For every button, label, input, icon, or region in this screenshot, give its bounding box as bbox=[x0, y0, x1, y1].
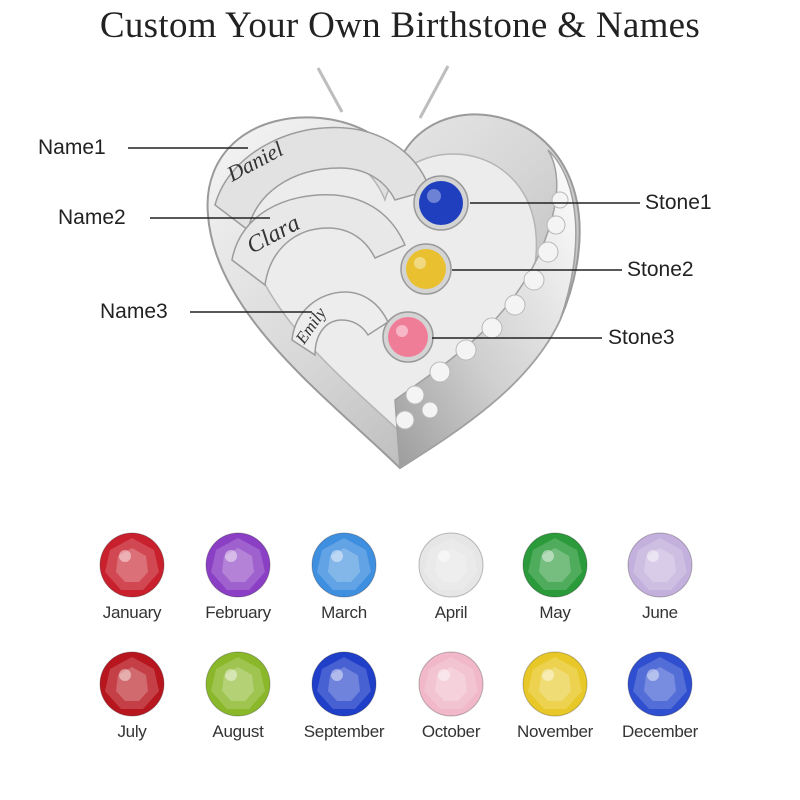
birthstone-october bbox=[418, 651, 484, 717]
birthstone-label-january: January bbox=[102, 603, 162, 622]
birthstone-september bbox=[311, 651, 377, 717]
birthstone-may bbox=[522, 532, 588, 598]
birthstone-july bbox=[99, 651, 165, 717]
birthstone-label-may: May bbox=[539, 603, 571, 622]
birthstone-december bbox=[627, 651, 693, 717]
chain bbox=[316, 65, 450, 119]
pendant-stone-2 bbox=[400, 243, 452, 295]
birthstone-label-august: August bbox=[212, 722, 264, 741]
page-title: Custom Your Own Birthstone & Names bbox=[99, 5, 701, 46]
birthstone-april bbox=[418, 532, 484, 598]
birthstone-label-december: December bbox=[621, 722, 699, 741]
crystal-band bbox=[395, 191, 569, 430]
callout-lines bbox=[128, 147, 640, 339]
birthstone-label-september: September bbox=[303, 722, 385, 741]
birthstone-june bbox=[627, 532, 693, 598]
callout-stone3: Stone3 bbox=[608, 326, 675, 349]
birthstone-label-october: October bbox=[421, 722, 481, 741]
callout-name1: Name1 bbox=[38, 136, 106, 159]
ribbon-2 bbox=[231, 194, 406, 287]
birthstone-january bbox=[99, 532, 165, 598]
callout-name2: Name2 bbox=[58, 206, 126, 229]
birthstone-march bbox=[311, 532, 377, 598]
birthstone-november bbox=[522, 651, 588, 717]
birthstone-february bbox=[205, 532, 271, 598]
birthstone-label-march: March bbox=[321, 603, 367, 622]
callout-name3: Name3 bbox=[100, 300, 168, 323]
birthstone-label-june: June bbox=[642, 603, 678, 622]
pendant-stone-1 bbox=[413, 175, 469, 231]
birthstone-august bbox=[205, 651, 271, 717]
birthstone-label-february: February bbox=[205, 603, 271, 622]
birthstone-label-april: April bbox=[434, 603, 468, 622]
pendant-stone-3 bbox=[382, 311, 434, 363]
callout-stone1: Stone1 bbox=[645, 191, 712, 214]
birthstone-label-july: July bbox=[117, 722, 147, 741]
callout-stone2: Stone2 bbox=[627, 258, 694, 281]
birthstone-label-november: November bbox=[516, 722, 594, 741]
heart-pendant-image: Daniel Clara Emily bbox=[128, 65, 640, 470]
